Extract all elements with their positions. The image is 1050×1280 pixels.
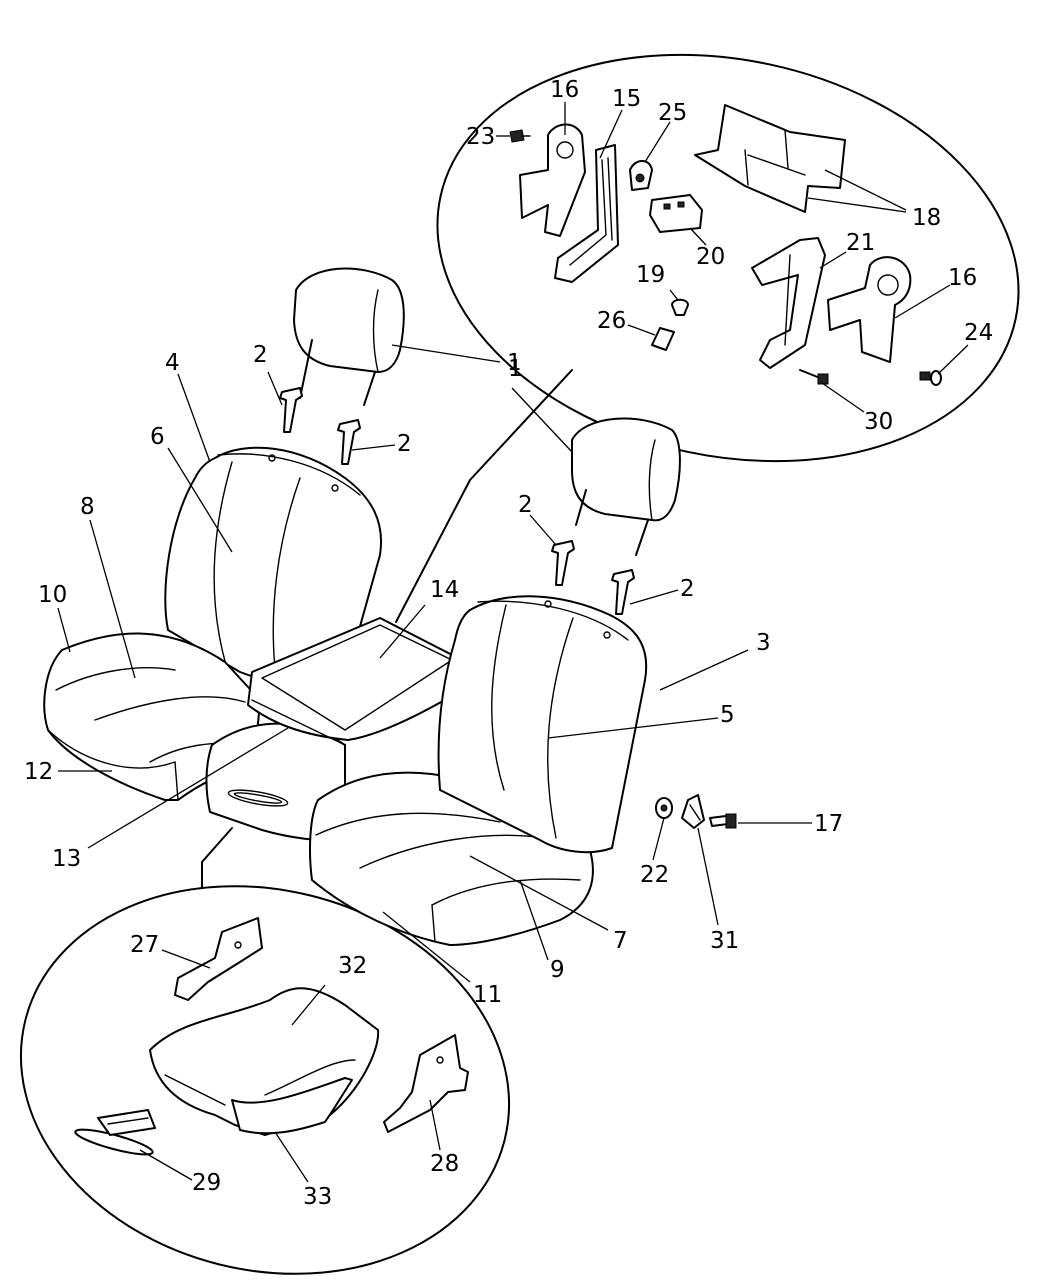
callout-2-d: 2 bbox=[680, 576, 695, 602]
callout-1-left: 1 bbox=[507, 350, 522, 376]
callout-15: 15 bbox=[612, 86, 641, 112]
callout-8: 8 bbox=[80, 494, 95, 520]
callout-27: 27 bbox=[130, 932, 159, 958]
callout-18: 18 bbox=[912, 205, 941, 231]
callout-labels: 1 1 2 2 2 2 3 4 5 6 7 8 9 10 11 12 13 14… bbox=[24, 77, 993, 1210]
callout-7: 7 bbox=[613, 928, 628, 954]
callout-23: 23 bbox=[466, 124, 495, 150]
upper-detail-ellipse bbox=[395, 53, 1020, 623]
callout-32: 32 bbox=[338, 953, 367, 979]
callout-16-a: 16 bbox=[550, 77, 579, 103]
callout-25: 25 bbox=[658, 100, 687, 126]
callout-14: 14 bbox=[430, 577, 459, 603]
callout-19: 19 bbox=[636, 262, 665, 288]
callout-13: 13 bbox=[52, 846, 81, 872]
callout-29: 29 bbox=[192, 1170, 221, 1196]
callout-2-b: 2 bbox=[397, 431, 412, 457]
callout-3: 3 bbox=[756, 630, 771, 656]
left-seat bbox=[43, 446, 382, 801]
callout-22: 22 bbox=[640, 862, 669, 888]
callout-21: 21 bbox=[846, 230, 875, 256]
leader-lines bbox=[57, 102, 969, 1183]
callout-17: 17 bbox=[814, 811, 843, 837]
callout-12: 12 bbox=[24, 759, 53, 785]
callout-31: 31 bbox=[710, 928, 739, 954]
pivot-parts bbox=[655, 794, 737, 829]
callout-2-c: 2 bbox=[518, 492, 533, 518]
callout-24: 24 bbox=[964, 320, 993, 346]
callout-26: 26 bbox=[597, 308, 626, 334]
headrest-left bbox=[293, 267, 405, 406]
lower-ellipse-parts bbox=[74, 917, 469, 1156]
callout-2-a: 2 bbox=[253, 342, 268, 368]
headrest-guides bbox=[279, 387, 635, 615]
callout-9: 9 bbox=[550, 957, 565, 983]
headrest-right bbox=[571, 417, 681, 556]
callout-10: 10 bbox=[38, 582, 67, 608]
callout-1-right: 1 bbox=[508, 356, 523, 382]
callout-6: 6 bbox=[150, 424, 165, 450]
callout-16-b: 16 bbox=[948, 265, 977, 291]
callout-4: 4 bbox=[165, 350, 180, 376]
upper-ellipse-parts bbox=[509, 104, 942, 386]
callout-30: 30 bbox=[864, 409, 893, 435]
callout-33: 33 bbox=[303, 1184, 332, 1210]
callout-20: 20 bbox=[696, 244, 725, 270]
lower-detail-ellipse bbox=[19, 827, 511, 1275]
right-seat bbox=[309, 595, 648, 946]
callout-11: 11 bbox=[473, 982, 502, 1008]
callout-28: 28 bbox=[430, 1151, 459, 1177]
callout-5: 5 bbox=[720, 702, 735, 728]
